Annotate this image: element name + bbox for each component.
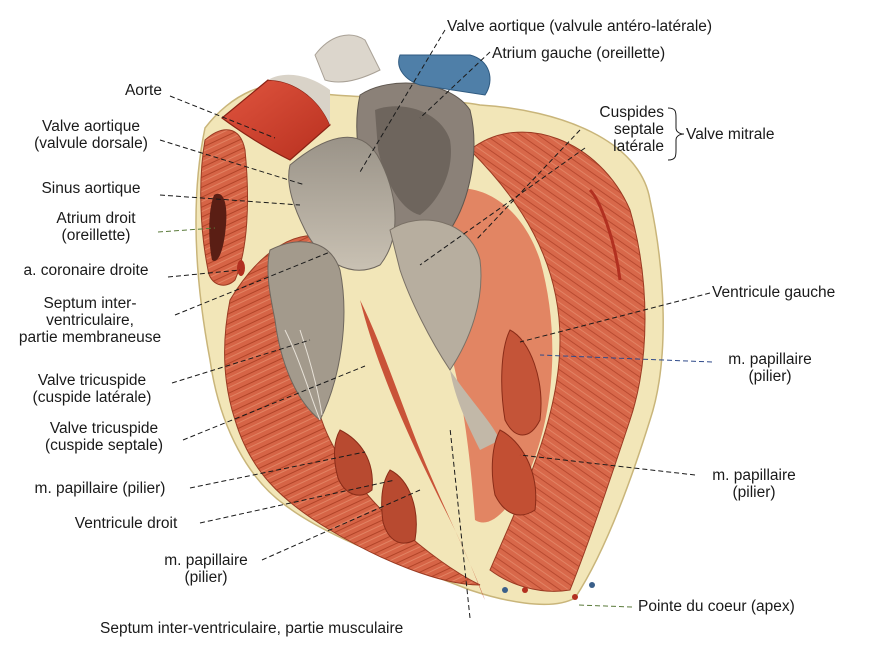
label-septum-membraneuse: Septum inter- ventriculaire, partie memb… bbox=[2, 295, 178, 346]
tricuspid-valve bbox=[267, 241, 345, 421]
leader-lines bbox=[157, 29, 713, 619]
label-ventricule-droit: Ventricule droit bbox=[74, 515, 178, 532]
label-valve-aortique-dorsale: Valve aortique (valvule dorsale) bbox=[8, 118, 174, 152]
septum-muscular bbox=[360, 300, 485, 600]
label-valve-aortique-antero: Valve aortique (valvule antéro-latérale) bbox=[447, 18, 713, 35]
mitral-valve bbox=[389, 219, 482, 371]
label-line: latérale bbox=[613, 138, 664, 155]
label-line: Atrium droit bbox=[56, 210, 136, 227]
label-cuspides: Cuspides septale latérale bbox=[560, 104, 664, 155]
label-line: (pilier) bbox=[184, 569, 228, 586]
label-line: (valvule dorsale) bbox=[34, 135, 148, 152]
label-line: (cuspide latérale) bbox=[32, 389, 152, 406]
label-line: ventriculaire, bbox=[46, 312, 134, 329]
label-tricuspide-laterale: Valve tricuspide (cuspide latérale) bbox=[14, 372, 170, 406]
label-line: Valve tricuspide bbox=[49, 420, 159, 437]
label-line: m. papillaire bbox=[164, 552, 248, 569]
mitral-bracket bbox=[667, 107, 685, 161]
label-valve-mitrale: Valve mitrale bbox=[686, 126, 775, 143]
label-aorte: Aorte bbox=[124, 82, 162, 99]
label-line: (pilier) bbox=[748, 368, 792, 385]
label-line: (pilier) bbox=[732, 484, 776, 501]
label-papillaire-left: m. papillaire (pilier) bbox=[34, 480, 166, 497]
pulmonary-vein bbox=[398, 54, 491, 96]
label-line: m. papillaire bbox=[712, 467, 796, 484]
label-ventricule-gauche: Ventricule gauche bbox=[712, 284, 836, 301]
aortic-valve bbox=[288, 136, 396, 271]
label-papillaire-right-1: m. papillaire (pilier) bbox=[712, 351, 828, 385]
papillary-muscle-lv-2 bbox=[491, 429, 537, 516]
papillary-muscle-rv-1 bbox=[334, 429, 373, 496]
label-line: Valve aortique bbox=[42, 118, 140, 135]
label-line: partie membraneuse bbox=[18, 329, 162, 346]
label-papillaire-right-2: m. papillaire (pilier) bbox=[696, 467, 812, 501]
label-pointe: Pointe du coeur (apex) bbox=[638, 598, 795, 615]
label-line: (oreillette) bbox=[61, 227, 131, 244]
left-ventricle-wall bbox=[469, 131, 646, 592]
coronary-artery-right bbox=[237, 260, 245, 276]
label-line: Valve tricuspide bbox=[37, 372, 147, 389]
label-sinus-aortique: Sinus aortique bbox=[41, 180, 141, 197]
label-line: (cuspide septale) bbox=[44, 437, 164, 454]
papillary-muscle-rv-2 bbox=[381, 469, 417, 544]
papillary-muscle-lv-1 bbox=[501, 329, 542, 436]
label-line: Cuspides bbox=[599, 104, 664, 121]
label-atrium-gauche: Atrium gauche (oreillette) bbox=[492, 45, 666, 62]
label-atrium-droit: Atrium droit (oreillette) bbox=[40, 210, 152, 244]
label-papillaire-bottom: m. papillaire (pilier) bbox=[150, 552, 262, 586]
label-line: Septum inter- bbox=[43, 295, 137, 312]
label-line: septale bbox=[614, 121, 664, 138]
label-septum-musculaire: Septum inter-ventriculaire, partie muscu… bbox=[100, 620, 404, 637]
label-coronaire-droite: a. coronaire droite bbox=[23, 262, 149, 279]
label-tricuspide-septale: Valve tricuspide (cuspide septale) bbox=[26, 420, 182, 454]
label-line: m. papillaire bbox=[728, 351, 812, 368]
